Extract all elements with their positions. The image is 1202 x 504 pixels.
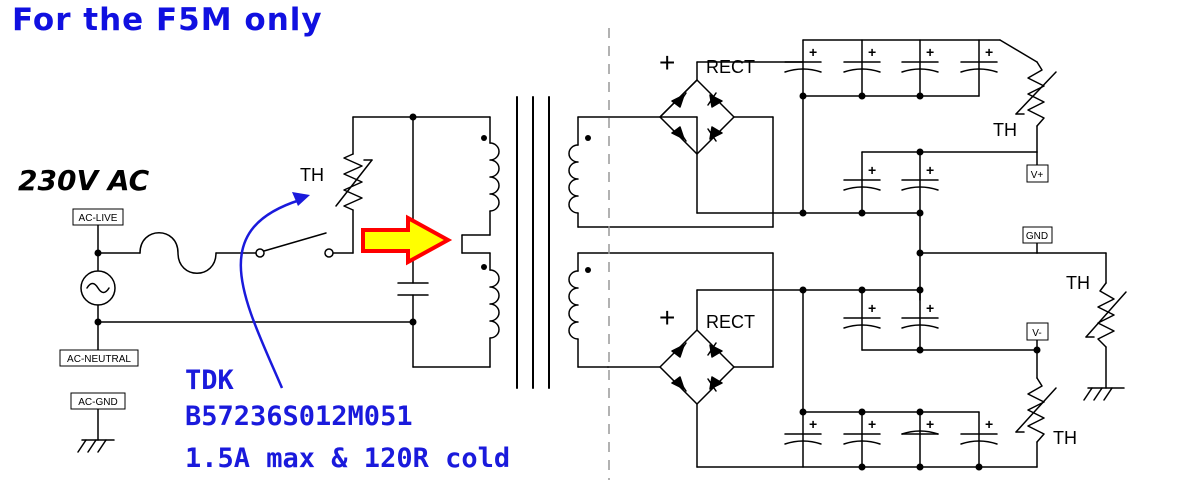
th-gnd-label: TH (1066, 273, 1090, 293)
thermistor-gnd (1083, 282, 1127, 401)
cap-plus: + (926, 44, 934, 60)
primary-winding-upper (489, 142, 500, 212)
highlight-arrow (361, 214, 453, 266)
junction-dots (94, 92, 1041, 471)
page-heading: For the F5M only (12, 2, 323, 38)
v-minus-box (1026, 322, 1049, 341)
secondary-top (568, 116, 921, 228)
ac-gnd-label: AC-GND (78, 397, 117, 408)
vplus-capacitors (843, 151, 939, 301)
cap-plus: + (868, 44, 876, 60)
component-labels: TH TH TH TH RECT RECT + + (300, 47, 1090, 448)
terminal-boxes: AC-LIVE AC-NEUTRAL AC-GND V+ GND V- (59, 164, 1053, 410)
v-plus-box (1026, 164, 1049, 183)
cap-plus: + (926, 300, 934, 316)
cap-plus: + (809, 44, 817, 60)
plus-top-label: + (659, 47, 675, 78)
v-minus-label: V- (1032, 328, 1041, 339)
top-capacitor-bank (784, 39, 1001, 214)
gnd-box (1022, 226, 1053, 244)
ac-live-label: AC-LIVE (79, 213, 118, 224)
plus-bottom-label: + (659, 302, 675, 333)
th-primary-label: TH (300, 165, 324, 185)
rect-top-label: RECT (706, 57, 755, 77)
gnd-label: GND (1026, 231, 1048, 242)
primary-thermistor (335, 116, 373, 254)
vminus-capacitors (802, 289, 1038, 413)
th-vminus-label: TH (1053, 428, 1077, 448)
input-voltage-label: 230V AC (18, 164, 150, 197)
ac-neutral-box (59, 349, 139, 367)
cap-plus: + (926, 162, 934, 178)
thermistor-vplus (919, 39, 1057, 166)
secondary-bottom (568, 252, 774, 368)
th-vplus-label: TH (993, 120, 1017, 140)
cap-plus: + (868, 162, 876, 178)
ac-neutral-label: AC-NEUTRAL (67, 354, 131, 365)
cap-plus: + (985, 44, 993, 60)
pointer-arrowhead (292, 192, 310, 206)
note-part-number: B57236S012M051 (185, 401, 413, 432)
ac-gnd-box (70, 392, 126, 410)
cap-plus: + (985, 416, 993, 432)
cap-plus: + (868, 300, 876, 316)
mains-input-circuit (77, 224, 414, 453)
rect-bottom-label: RECT (706, 312, 755, 332)
thermistor-vminus (1015, 377, 1057, 468)
ac-live-box (72, 208, 124, 226)
cap-plus: + (868, 416, 876, 432)
fuse-symbol (139, 232, 217, 274)
primary-winding-lower (489, 269, 500, 339)
v-plus-label: V+ (1031, 170, 1044, 181)
transformer-core (516, 96, 550, 389)
capacitor-plus-signs: + + + + + + + + + + + + (809, 44, 993, 432)
pointer-arrow (239, 198, 301, 389)
note-manufacturer: TDK (185, 365, 234, 396)
power-switch (255, 232, 354, 258)
cap-plus: + (809, 416, 817, 432)
note-rating: 1.5A max & 120R cold (185, 443, 511, 474)
cap-plus: + (926, 416, 934, 432)
rectifier-bottom (607, 289, 921, 468)
